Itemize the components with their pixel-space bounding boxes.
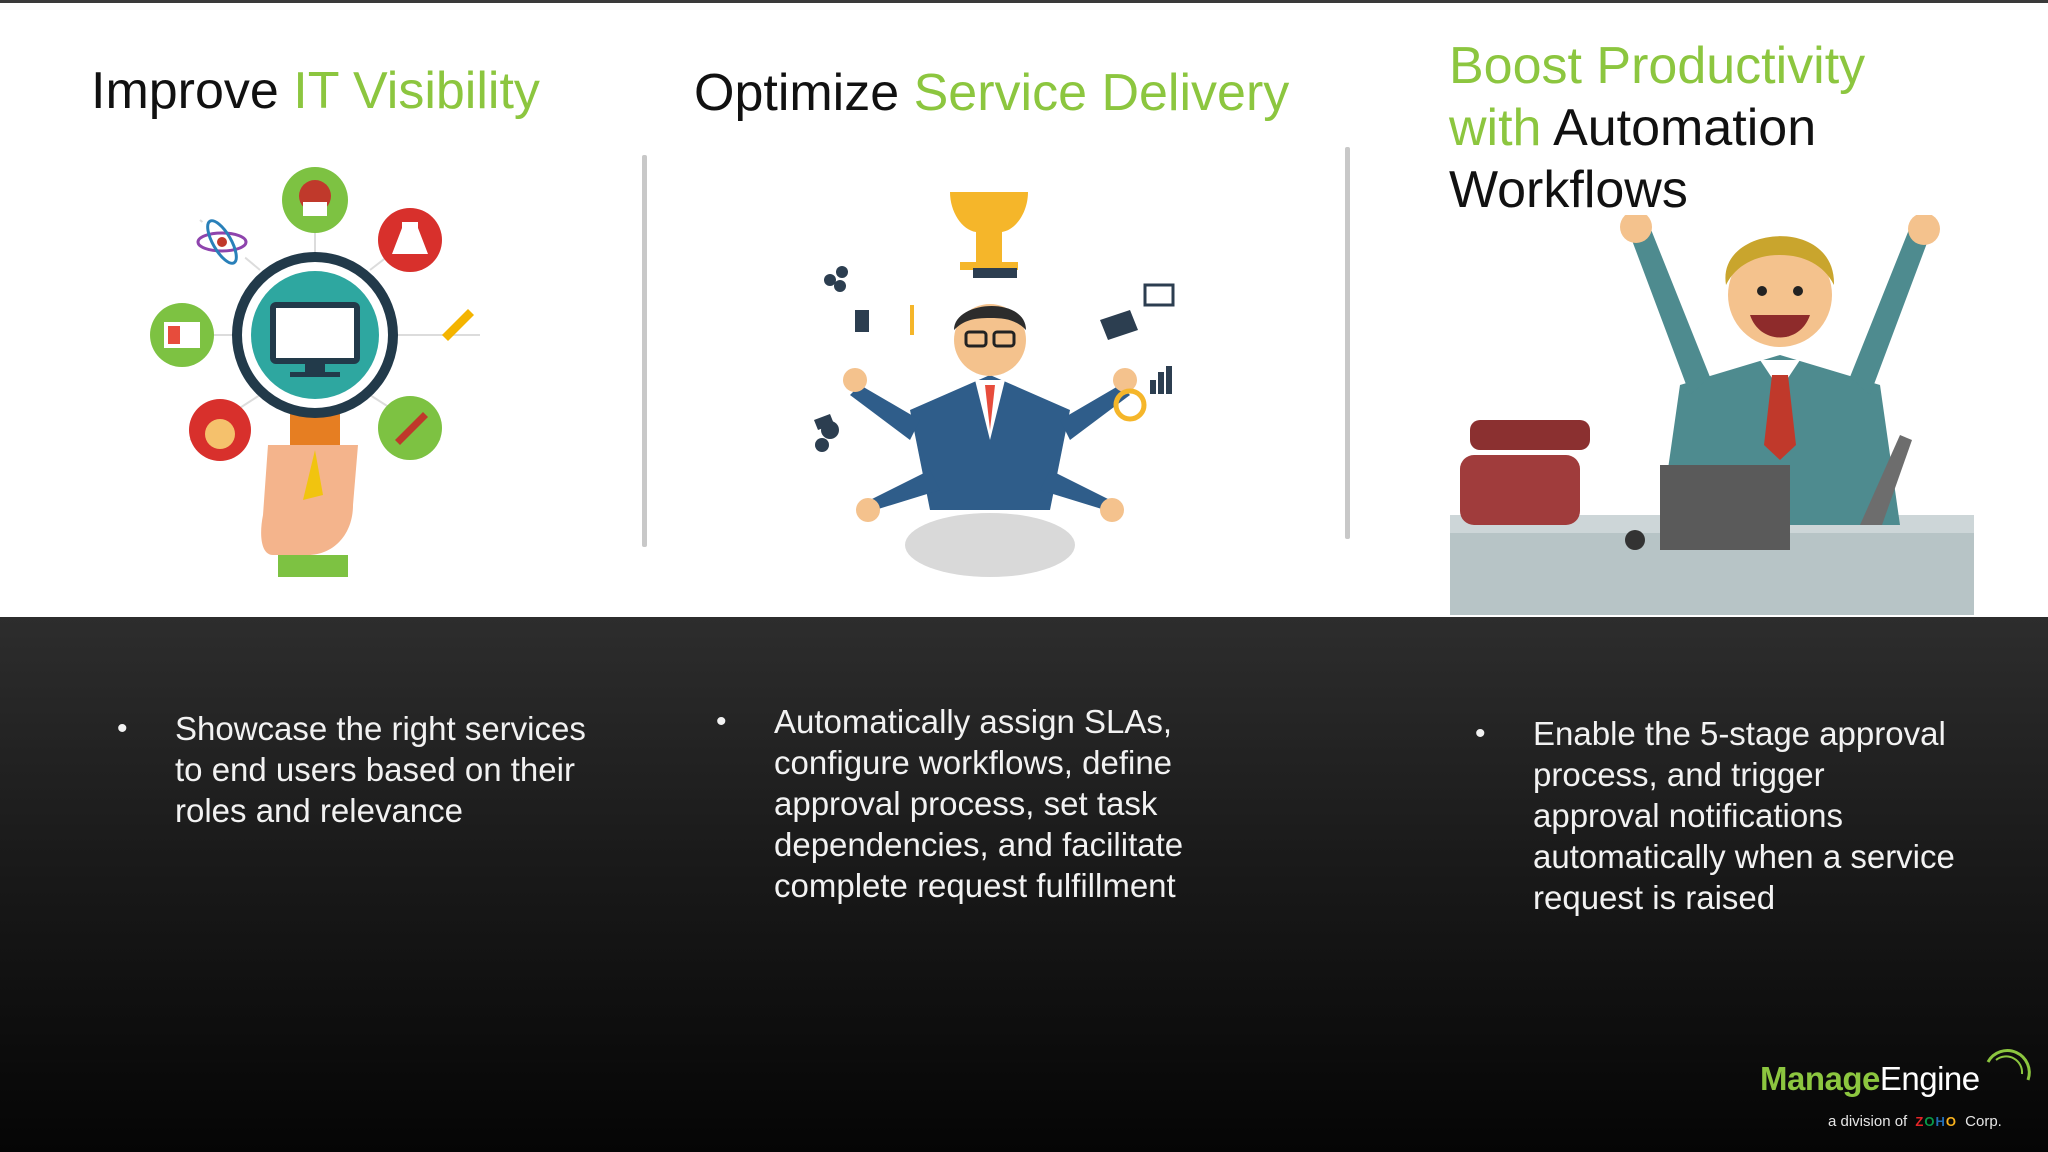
- title-boost-productivity: Boost Productivity with Automation Workf…: [1449, 35, 1969, 221]
- title-plain: Optimize: [694, 64, 914, 122]
- logo-brand-regular: Engine: [1879, 1060, 1980, 1097]
- logo-sub-prefix: a division of: [1828, 1113, 1908, 1130]
- top-border: [0, 0, 2048, 3]
- bullet-dot: •: [117, 712, 128, 745]
- zoho-logo-icon: ZOHO: [1915, 1114, 1957, 1129]
- title-accent: Service Delivery: [913, 64, 1290, 122]
- bullet-boost-productivity: • Enable the 5-stage approval process, a…: [1475, 713, 1955, 918]
- bullet-dot: •: [716, 705, 727, 738]
- title-accent-line1: Boost Productivity: [1449, 37, 1866, 95]
- title-plain: Improve: [91, 62, 294, 120]
- description-panel: [0, 617, 2048, 1152]
- column-divider-2: [1345, 147, 1350, 539]
- title-plain-line2: Automation: [1553, 99, 1817, 157]
- title-plain-line3: Workflows: [1449, 161, 1688, 219]
- title-improve-it-visibility: Improve IT Visibility: [91, 60, 540, 122]
- bullet-dot: •: [1475, 717, 1486, 750]
- manageengine-logo: ManageEngine a division of ZOHO Corp.: [1760, 1042, 2031, 1142]
- multitasking-businessman-icon: [814, 192, 1175, 577]
- logo-brand-bold: Manage: [1760, 1060, 1880, 1097]
- logo-arc-icon: [1986, 1049, 2031, 1081]
- title-optimize-service-delivery: Optimize Service Delivery: [694, 62, 1289, 124]
- bullet-text: Automatically assign SLAs, configure wor…: [774, 703, 1184, 904]
- logo-wordmark: ManageEngine: [1760, 1060, 1980, 1098]
- bullet-text: Enable the 5-stage approval process, and…: [1533, 715, 1955, 916]
- title-accent-line2: with: [1449, 99, 1542, 157]
- bullet-optimize-service-delivery: • Automatically assign SLAs, configure w…: [716, 701, 1246, 906]
- logo-sub-suffix: Corp.: [1965, 1113, 2002, 1130]
- magnifier-monitor-icon: [150, 167, 480, 577]
- bullet-improve-it-visibility: • Showcase the right services to end use…: [117, 708, 587, 831]
- bullet-text: Showcase the right services to end users…: [175, 710, 586, 829]
- happy-worker-desk-icon: [1450, 215, 1974, 615]
- title-accent: IT Visibility: [293, 62, 540, 120]
- logo-subtitle: a division of ZOHO Corp.: [1828, 1113, 2002, 1130]
- column-divider-1: [642, 155, 647, 547]
